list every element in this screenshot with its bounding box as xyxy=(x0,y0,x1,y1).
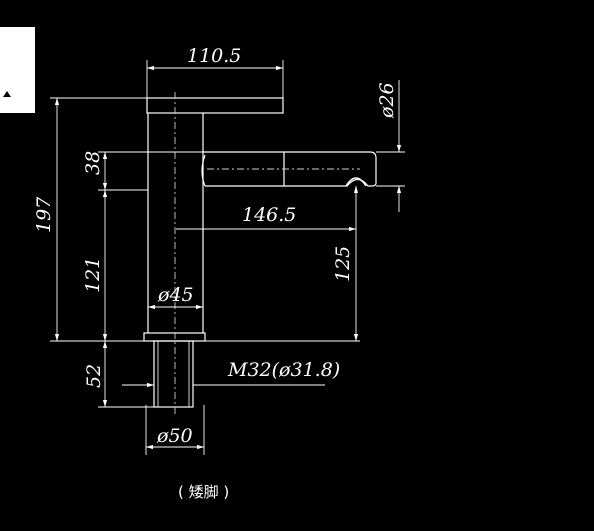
dim-outlet-height: 125 xyxy=(332,246,354,282)
dim-total-height: 197 xyxy=(33,196,55,233)
threaded-shank xyxy=(153,340,194,408)
dim-handle-width: 110.5 xyxy=(187,45,241,67)
spout xyxy=(203,151,377,187)
dim-spout-diameter: ø26 xyxy=(376,82,398,119)
base-collar xyxy=(143,332,206,342)
side-panel-tab[interactable] xyxy=(0,27,35,113)
handle-lever xyxy=(146,97,284,114)
dim-shank-diameter: ø50 xyxy=(156,425,193,447)
aerator xyxy=(345,177,367,187)
dim-handle-height: 38 xyxy=(82,151,104,175)
dim-shank-length: 52 xyxy=(83,364,105,388)
spout-elbow xyxy=(201,154,206,187)
dim-spout-reach: 146.5 xyxy=(242,204,296,226)
drawing-caption: ( 矮脚 ) xyxy=(178,483,229,501)
caret-up-icon xyxy=(3,91,11,97)
dim-base-height: 121 xyxy=(82,257,104,293)
dim-thread: M32(ø31.8) xyxy=(227,359,340,381)
dim-body-diameter: ø45 xyxy=(157,284,194,306)
